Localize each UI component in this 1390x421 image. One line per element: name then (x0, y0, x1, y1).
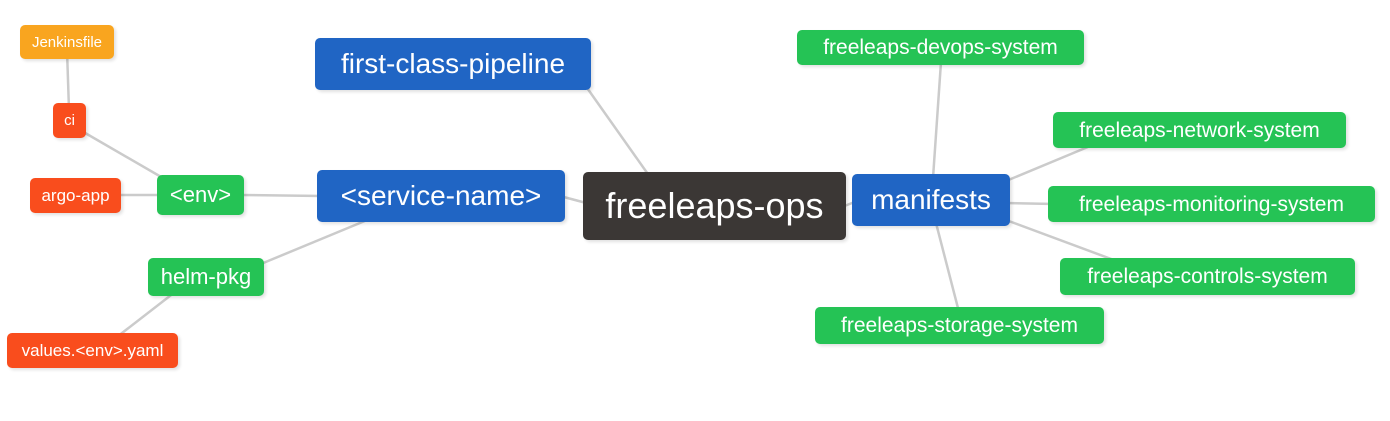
node-label-devops-system: freeleaps-devops-system (823, 36, 1058, 59)
node-label-helm-pkg: helm-pkg (160, 264, 252, 289)
mindmap-node-storage-system[interactable]: freeleaps-storage-system (815, 307, 1104, 344)
node-label-monitoring-system: freeleaps-monitoring-system (1079, 192, 1344, 216)
mindmap-node-monitoring-system[interactable]: freeleaps-monitoring-system (1048, 186, 1375, 222)
mindmap-node-jenkinsfile[interactable]: Jenkinsfile (20, 25, 114, 59)
node-label-storage-system: freeleaps-storage-system (841, 314, 1078, 337)
edge-jenkinsfile-ci (65, 48, 71, 112)
mindmap-node-ci[interactable]: ci (53, 103, 86, 138)
edge-manifests-monitoring-system (1003, 201, 1057, 206)
edge-service-name-helm-pkg (254, 216, 374, 268)
mindmap-node-network-system[interactable]: freeleaps-network-system (1053, 112, 1346, 148)
node-label-jenkinsfile: Jenkinsfile (31, 33, 103, 51)
node-label-manifests: manifests (871, 184, 991, 215)
edge-manifests-network-system (1004, 142, 1097, 183)
node-label-service-name: <service-name> (340, 180, 542, 211)
edge-first-class-pipeline-freeleaps-ops (583, 83, 652, 179)
mindmap-node-values-env-yaml[interactable]: values.<env>.yaml (7, 333, 178, 368)
node-label-controls-system: freeleaps-controls-system (1087, 265, 1328, 288)
node-label-freeleaps-ops: freeleaps-ops (605, 185, 824, 226)
mindmap-node-freeleaps-ops[interactable]: freeleaps-ops (583, 172, 846, 240)
edge-helm-pkg-values-env-yaml (111, 290, 177, 342)
mindmap-node-devops-system[interactable]: freeleaps-devops-system (797, 30, 1084, 65)
mindmap-node-service-name[interactable]: <service-name> (317, 170, 565, 222)
mindmap-node-first-class-pipeline[interactable]: first-class-pipeline (315, 38, 591, 90)
edge-manifests-storage-system (934, 221, 961, 314)
mindmap-node-helm-pkg[interactable]: helm-pkg (148, 258, 264, 296)
mindmap-node-env[interactable]: <env> (157, 175, 244, 215)
edge-env-service-name (238, 193, 324, 198)
node-label-argo-app: argo-app (41, 186, 110, 205)
node-label-network-system: freeleaps-network-system (1079, 118, 1320, 142)
edge-manifests-devops-system (931, 60, 943, 180)
node-label-ci: ci (64, 112, 75, 129)
mindmap-node-manifests[interactable]: manifests (852, 174, 1010, 226)
mindmap-node-argo-app[interactable]: argo-app (30, 178, 121, 213)
node-label-first-class-pipeline: first-class-pipeline (340, 48, 566, 79)
mindmap-node-controls-system[interactable]: freeleaps-controls-system (1060, 258, 1355, 295)
node-label-env: <env> (169, 182, 232, 207)
node-label-values-env-yaml: values.<env>.yaml (21, 341, 164, 360)
